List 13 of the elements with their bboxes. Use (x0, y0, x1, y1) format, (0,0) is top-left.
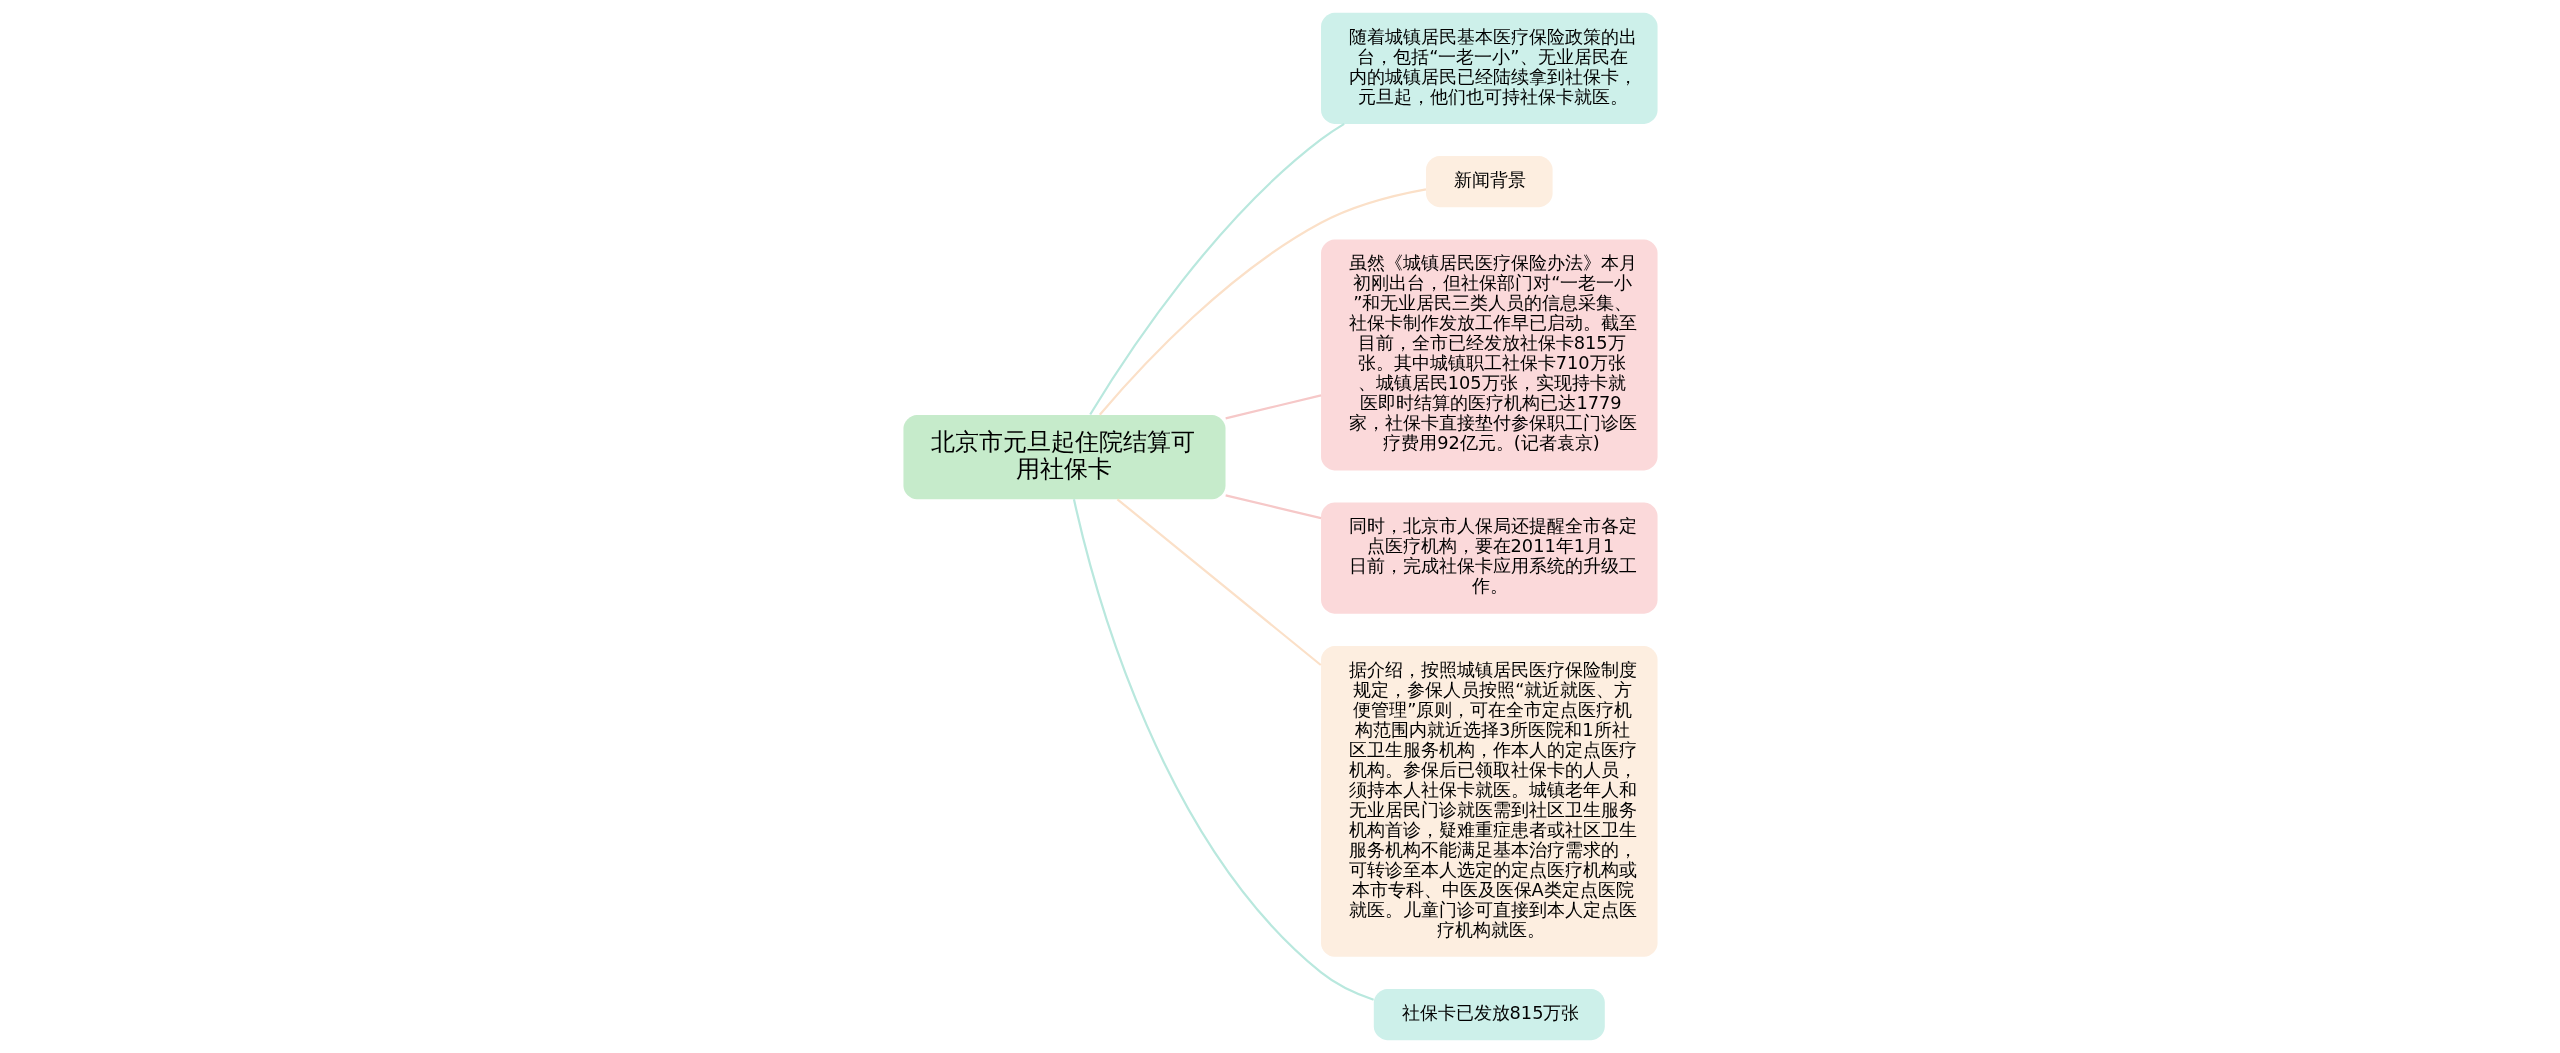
node-box: 据介绍，按照城镇居民医疗保险制度规定，参保人员按照“就近就医、方便管理”原则，可在全市定点医疗机构范围内就近选择3所医院和1所社区卫生服务机构，作本人的定点医疗机构。参保后已领取社保卡的人员，须持本人社保卡就医。城镇老年人和无业居民门诊就医需到社区卫生服务机构首诊，疑难重症患者或社区卫生服务机构不能满足基本治疗需求的，可转诊至本人选定的定点医疗机构或本市专科、中医及医保A类定点医院就医。儿童门诊可直接到本人定点医疗机构就医。 (1320, 645, 1658, 957)
connector (1072, 499, 1374, 1001)
connector (1088, 122, 1345, 416)
node-box: 随着城镇居民基本医疗保险政策的出台，包括“一老一小”、无业居民在内的城镇居民已经陆续拿到社保卡，元旦起，他们也可持社保卡就医。 (1320, 12, 1658, 124)
node-box: 北京市元旦起住院结算可用社保卡 (902, 414, 1225, 500)
node-box: 虽然《城镇居民医疗保险办法》本月初刚出台，但社保部门对“一老一小”和无业居民三类人员的信息采集、社保卡制作发放工作早已启动。截至目前，全市已经发放社保卡815万张。其中城镇职工社保卡710万张、城镇居民105万张，实现持卡就医即时结算的医疗机构已达1779家，社保卡直接垫付参保职工门诊医疗费用92亿元。(记者袁京) (1320, 239, 1658, 471)
node-box: 社保卡已发放815万张 (1373, 989, 1605, 1041)
connector (1224, 394, 1321, 420)
connector (1224, 494, 1321, 520)
connector (1116, 498, 1321, 666)
node-box: 同时，北京市人保局还提醒全市各定点医疗机构，要在2011年1月1日前，完成社保卡应用系统的升级工作。 (1320, 502, 1658, 614)
node-box: 新闻背景 (1425, 156, 1553, 208)
connector (1098, 188, 1426, 416)
